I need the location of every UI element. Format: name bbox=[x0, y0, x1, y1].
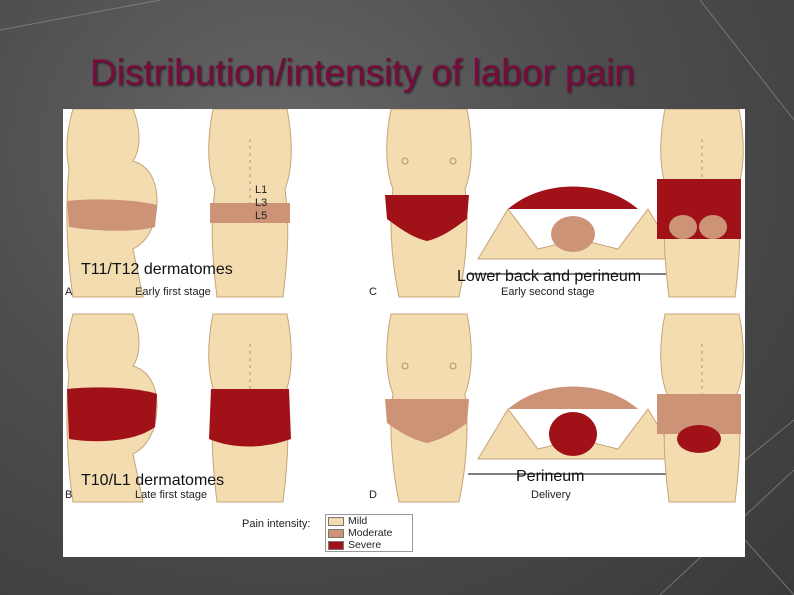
legend-item-severe: Severe bbox=[326, 539, 412, 551]
panel-d-caption: Perineum bbox=[516, 468, 585, 485]
panel-c-illustration bbox=[385, 109, 744, 298]
legend-item-moderate: Moderate bbox=[326, 527, 412, 539]
pain-intensity-legend: Mild Moderate Severe bbox=[325, 514, 413, 552]
legend-item-mild: Mild bbox=[326, 515, 412, 527]
figure-panel: L1 L3 L5 A Early first stage T11/T12 der… bbox=[63, 109, 745, 557]
panel-b-letter: B bbox=[65, 489, 73, 501]
labor-pain-figure bbox=[66, 109, 744, 503]
legend-label-moderate: Moderate bbox=[348, 527, 393, 539]
legend-swatch-severe bbox=[328, 540, 344, 550]
slide-title: Distribution/intensity of labor pain bbox=[90, 52, 636, 93]
panel-b-illustration bbox=[66, 313, 292, 503]
panel-b-caption: T10/L1 dermatomes bbox=[81, 472, 225, 489]
spine-label-l1: L1 bbox=[255, 184, 268, 196]
panel-d-illustration bbox=[385, 313, 744, 503]
panel-c-caption: Lower back and perineum bbox=[457, 268, 642, 285]
panel-a-letter: A bbox=[65, 286, 73, 298]
legend-label-severe: Severe bbox=[348, 539, 382, 551]
spine-label-l3: L3 bbox=[255, 197, 268, 209]
legend-swatch-mild bbox=[328, 516, 344, 526]
panel-a-illustration bbox=[66, 109, 292, 298]
panel-d-letter: D bbox=[369, 489, 377, 501]
panel-c-letter: C bbox=[369, 286, 377, 298]
panel-a-caption: T11/T12 dermatomes bbox=[81, 261, 233, 278]
legend-label-mild: Mild bbox=[348, 515, 368, 527]
legend-swatch-moderate bbox=[328, 528, 344, 538]
panel-c-stage: Early second stage bbox=[501, 286, 595, 298]
spine-label-l5: L5 bbox=[255, 210, 268, 222]
panel-b-stage: Late first stage bbox=[135, 489, 208, 501]
panel-a-stage: Early first stage bbox=[135, 286, 211, 298]
panel-d-stage: Delivery bbox=[531, 489, 571, 501]
legend-title: Pain intensity: bbox=[242, 518, 311, 530]
